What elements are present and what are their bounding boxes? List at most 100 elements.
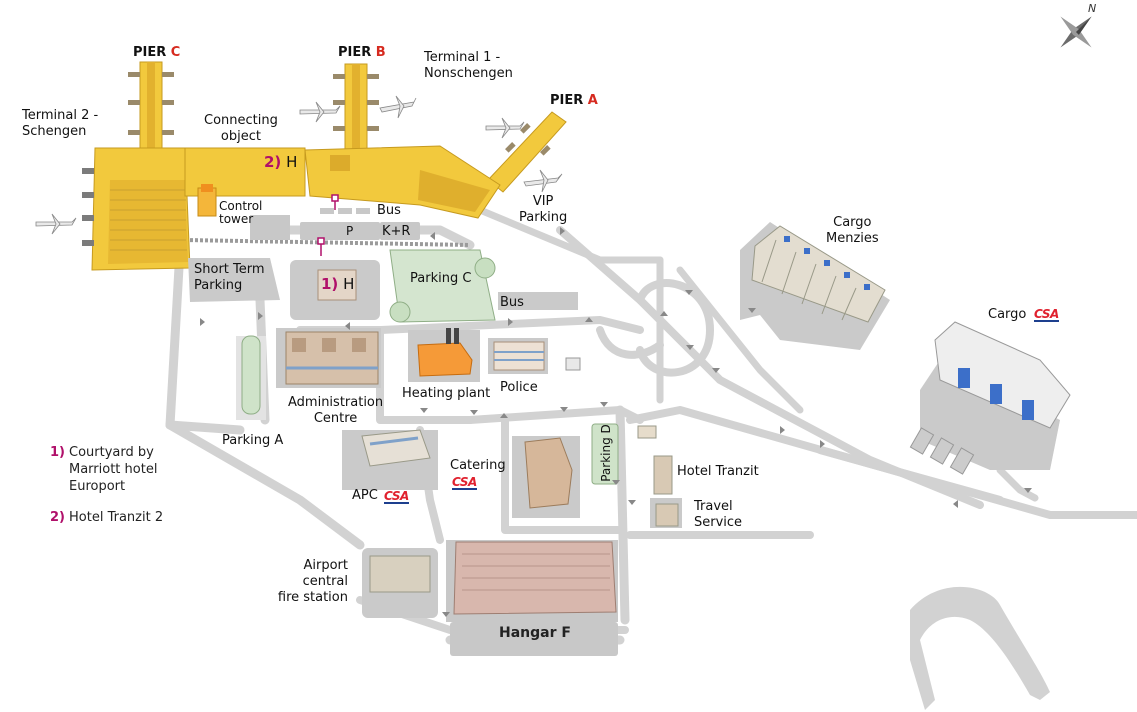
- heating-plant-building: [408, 328, 480, 382]
- fire-line1: Airport: [303, 558, 349, 573]
- compass-north-label: N: [1088, 2, 1097, 15]
- airplane-icons: [35, 95, 563, 235]
- legend-2-text: Hotel Tranzit 2: [69, 510, 164, 525]
- short-term-parking-area: [188, 258, 280, 302]
- cargo-menzies-label: Cargo Menzies: [826, 215, 879, 247]
- terminal-2-line2: Schengen: [22, 124, 87, 139]
- hotel-2-letter: H: [286, 153, 298, 171]
- legend-1-line1: Courtyard by: [69, 445, 154, 460]
- parking-a-label: Parking A: [222, 433, 284, 448]
- pier-a-building: [487, 111, 567, 193]
- connecting-line2: object: [220, 129, 261, 144]
- catering-label: Catering: [450, 458, 506, 473]
- hotel-1-building: [317, 269, 357, 301]
- front-parking-strips: [250, 208, 420, 240]
- fire-station-label: Airport central fire station: [270, 558, 348, 606]
- hotel-1-marker: 1) H: [321, 276, 354, 292]
- connecting-line1: Connecting: [204, 113, 278, 128]
- p-sign: P: [346, 224, 354, 238]
- legend: 1) Courtyard by Marriott hotel Europort …: [50, 444, 163, 540]
- kr-sign: K+R: [382, 224, 411, 239]
- terminal-1-label: Terminal 1 - Nonschengen: [424, 50, 513, 82]
- administration-centre-label: Administration Centre: [288, 395, 383, 427]
- pier-a-label: PIER A: [550, 93, 598, 109]
- cargo-menzies-line1: Cargo: [833, 215, 872, 230]
- parking-c-label: Parking C: [410, 271, 472, 286]
- parking-d-building: [591, 423, 619, 485]
- catering-csa-logo: CSA: [452, 475, 477, 490]
- hotel-1-num: 1): [321, 275, 339, 293]
- pier-b-building: [333, 63, 379, 151]
- terminal-2-label: Terminal 2 - Schengen: [22, 108, 98, 140]
- admin-line2: Centre: [313, 411, 358, 426]
- catering-building: [512, 436, 580, 518]
- control-line1: Control: [219, 199, 263, 213]
- apc-csa-logo: CSA: [384, 489, 409, 504]
- police-building: [488, 338, 548, 374]
- hangar-f-building: [446, 540, 618, 656]
- pier-c-prefix: PIER: [133, 45, 171, 60]
- vip-parking-label: VIP Parking: [519, 194, 567, 226]
- vip-line1: VIP: [532, 194, 554, 209]
- compass-rose-icon: [1060, 16, 1092, 48]
- travel-service-building: [650, 498, 682, 528]
- cargo-csa-building: [909, 321, 1071, 475]
- legend-item-1: 1) Courtyard by Marriott hotel Europort: [50, 444, 163, 495]
- bus-top-label: Bus: [377, 203, 401, 218]
- terminal-2-line1: Terminal 2 -: [22, 108, 99, 123]
- apc-csa-text: CSA: [384, 489, 409, 503]
- travel-line2: Service: [694, 515, 743, 530]
- legend-1-line3: Europort: [69, 479, 126, 494]
- legend-item-2: 2) Hotel Tranzit 2: [50, 509, 163, 526]
- fire-line2: central: [302, 574, 348, 589]
- legend-1-text: Courtyard by Marriott hotel Europort: [69, 444, 157, 495]
- terminal-track: [184, 238, 471, 247]
- travel-service-label: Travel Service: [694, 499, 742, 531]
- short-term-parking-label: Short Term Parking: [194, 262, 265, 294]
- pier-b-prefix: PIER: [338, 45, 376, 60]
- direction-arrows: [200, 227, 1032, 617]
- legend-2-num: 2): [50, 510, 65, 525]
- administration-centre-building: [276, 328, 381, 388]
- cargo-menzies-building: [740, 222, 890, 350]
- bus-stop-markers: [317, 194, 339, 256]
- terminal-1-line1: Terminal 1 -: [424, 50, 501, 65]
- control-tower-label: Control tower: [219, 200, 262, 226]
- apc-label: APC: [352, 488, 378, 503]
- pier-c-label: PIER C: [133, 45, 180, 61]
- hotel-2-marker: 2) H: [264, 154, 297, 170]
- pier-c-letter: C: [170, 45, 181, 60]
- hangar-f-label: Hangar F: [499, 625, 571, 641]
- cargo-csa-logo: CSA: [1034, 307, 1059, 322]
- short-term-line1: Short Term: [194, 262, 265, 277]
- pier-b-label: PIER B: [338, 45, 386, 61]
- apc-building: [342, 429, 438, 490]
- hotel-tranzit-building: [637, 425, 673, 495]
- heating-plant-label: Heating plant: [402, 386, 491, 401]
- cargo-csa-text: CSA: [1034, 307, 1059, 321]
- travel-line1: Travel: [694, 499, 733, 514]
- bus-mid-label: Bus: [500, 295, 524, 310]
- control-line2: tower: [219, 212, 254, 226]
- pier-b-letter: B: [375, 45, 386, 60]
- police-label: Police: [500, 380, 538, 395]
- pier-c-building: [128, 61, 174, 153]
- parking-d-label: Parking D: [598, 424, 613, 482]
- cargo-csa-label: Cargo: [988, 307, 1027, 322]
- taxiway: [910, 586, 1050, 710]
- pier-a-prefix: PIER: [550, 93, 588, 108]
- terminal-2-building: [82, 147, 191, 271]
- short-term-line2: Parking: [194, 278, 243, 293]
- small-building: [565, 357, 581, 371]
- legend-1-line2: Marriott hotel: [69, 462, 158, 477]
- vip-line2: Parking: [519, 210, 568, 225]
- fire-station-building: [362, 548, 438, 618]
- hotel-2-num: 2): [264, 153, 282, 171]
- fire-line3: fire station: [277, 590, 348, 605]
- control-tower-building: [197, 184, 217, 217]
- connecting-object-label: Connecting object: [204, 113, 278, 145]
- legend-1-num: 1): [50, 445, 65, 460]
- terminal-1-line2: Nonschengen: [424, 66, 513, 81]
- hotel-tranzit-label: Hotel Tranzit: [677, 464, 759, 479]
